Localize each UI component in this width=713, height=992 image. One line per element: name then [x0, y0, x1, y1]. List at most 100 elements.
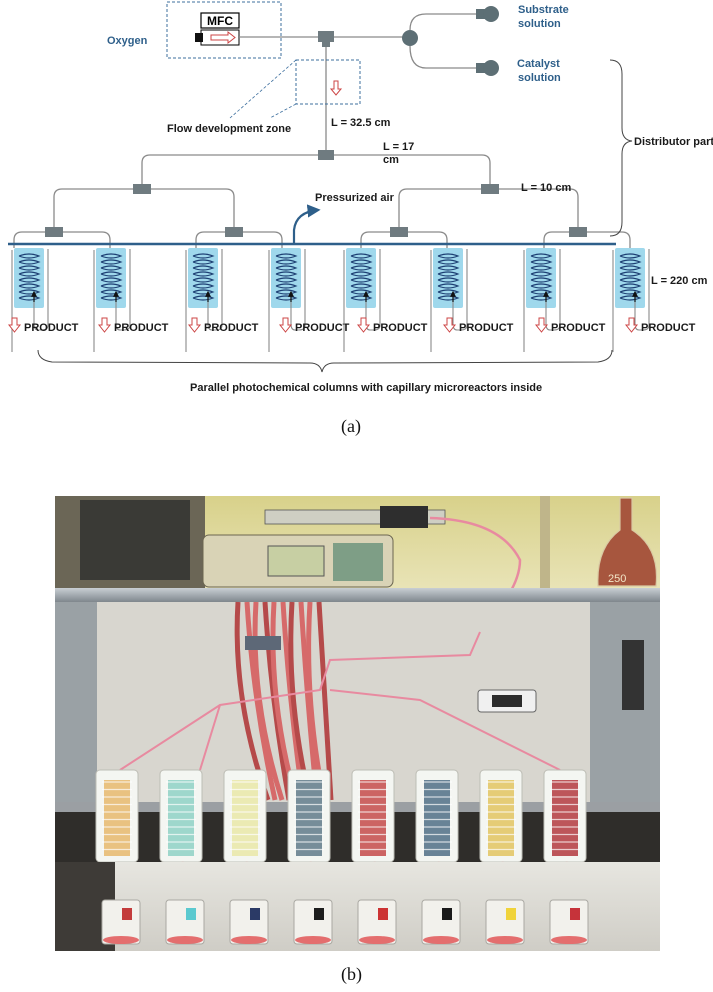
- photo-red-tube: [252, 601, 285, 801]
- catalyst-label-line2: solution: [518, 72, 561, 84]
- photo-column-coil: [104, 780, 130, 856]
- capillary-coil: [100, 253, 123, 301]
- photochemical-column: PRODUCT: [185, 248, 259, 352]
- photochemical-column: PRODUCT: [430, 248, 514, 352]
- branch-l2-left-a: [53, 188, 133, 227]
- photo-column-coil: [232, 780, 258, 856]
- branch-l3: [195, 231, 225, 248]
- photo-column-coil: [360, 780, 386, 856]
- capillary-coil: [350, 253, 373, 301]
- flow-zone-label: Flow development zone: [167, 123, 291, 135]
- branch-l2-right-a: [398, 188, 481, 227]
- catalyst-line: [409, 45, 478, 69]
- substrate-reservoir: [483, 6, 499, 22]
- photo-right-sensor: [622, 640, 644, 710]
- photo-tube-clamp: [245, 636, 281, 650]
- mfc-label: MFC: [207, 14, 233, 28]
- branch-l3: [543, 231, 569, 248]
- photo-column-coil: [424, 780, 450, 856]
- photo-column-coil: [296, 780, 322, 856]
- product-arrow-icon: [624, 317, 639, 333]
- caption-b: (b): [341, 964, 362, 985]
- tee-junction-l3: [569, 227, 587, 237]
- capillary-coil: [619, 253, 642, 301]
- photo-top-left-device: [80, 500, 190, 580]
- product-label: PRODUCT: [551, 322, 606, 334]
- catalyst-label-line1: Catalyst: [517, 58, 560, 70]
- product-label: PRODUCT: [373, 322, 428, 334]
- photo-beaker-product: [231, 936, 267, 944]
- photo-beaker-product: [167, 936, 203, 944]
- photo-beaker-product: [359, 936, 395, 944]
- branch-l3: [243, 231, 283, 248]
- length-220-label: L = 220 cm: [651, 275, 708, 287]
- photo-right-pole: [540, 496, 550, 592]
- branch-l3: [587, 231, 631, 248]
- branch-l2-left-b: [151, 188, 235, 227]
- photo-column-coil: [552, 780, 578, 856]
- tee-junction-main: [318, 31, 334, 42]
- column-outlet-tube: [115, 249, 131, 331]
- capillary-coil: [18, 253, 41, 301]
- photochemical-column: PRODUCT: [612, 248, 696, 352]
- photochemical-column: PRODUCT: [7, 248, 79, 352]
- photo-upper-shelf: [55, 588, 660, 602]
- pressurized-air-arrow: [292, 204, 321, 244]
- columns-caption: Parallel photochemical columns with capi…: [190, 382, 542, 394]
- substrate-label-line2: solution: [518, 18, 561, 30]
- flow-zone-guide-2: [269, 103, 297, 119]
- capillary-coil: [275, 253, 298, 301]
- capillary-coil: [192, 253, 215, 301]
- product-arrow-icon: [534, 317, 549, 333]
- capillary-coil: [437, 253, 460, 301]
- product-arrow-icon: [97, 317, 112, 333]
- column-outlet-tube: [207, 249, 223, 331]
- photo-b: 250 (b): [55, 496, 660, 985]
- tee-junction-l3: [390, 227, 408, 237]
- photo-beaker-product: [487, 936, 523, 944]
- photo-beaker-tag: [570, 908, 580, 920]
- capillary-coil: [530, 253, 553, 301]
- substrate-valve: [476, 9, 486, 19]
- pressurized-air-label: Pressurized air: [315, 192, 395, 204]
- photo-beaker-product: [103, 936, 139, 944]
- branch-l2-right-b: [499, 188, 579, 227]
- product-label: PRODUCT: [114, 322, 169, 334]
- tee-junction-l2-left: [133, 184, 151, 194]
- photo-controller-display: [492, 695, 522, 707]
- photo-beaker-tag: [250, 908, 260, 920]
- flow-zone-box: [295, 59, 361, 105]
- photo-beaker-product: [295, 936, 331, 944]
- photochemical-column: PRODUCT: [523, 248, 606, 352]
- photo-flask-mark: 250: [608, 573, 626, 585]
- photo-syringe-motor: [380, 506, 428, 528]
- photo-pump-screen: [267, 545, 325, 577]
- flow-down-arrow-icon: [329, 80, 343, 96]
- mfc-box: [200, 12, 240, 29]
- photo-column-coil: [488, 780, 514, 856]
- tee-junction-l1: [318, 150, 334, 160]
- photo-beaker-tag: [378, 908, 388, 920]
- product-label: PRODUCT: [204, 322, 259, 334]
- photochemical-column: PRODUCT: [93, 248, 169, 352]
- branch-l1-left: [141, 154, 318, 184]
- photo-beaker-product: [423, 936, 459, 944]
- photo-column-coil: [168, 780, 194, 856]
- length-10-label: L = 10 cm: [521, 182, 571, 194]
- product-label: PRODUCT: [459, 322, 514, 334]
- photo-beaker-tag: [122, 908, 132, 920]
- substrate-label-line1: Substrate: [518, 4, 569, 16]
- distributor-label: Distributor part: [634, 136, 713, 148]
- length-main-label: L = 32.5 cm: [331, 117, 391, 129]
- branch-l3: [63, 231, 111, 248]
- product-arrow-icon: [7, 317, 22, 333]
- caption-a: (a): [341, 416, 361, 437]
- substrate-line: [409, 13, 478, 31]
- column-outlet-tube: [33, 249, 49, 331]
- photo-beaker-tag: [186, 908, 196, 920]
- photo-beaker-tag: [442, 908, 452, 920]
- mixer-node: [402, 30, 418, 46]
- product-label: PRODUCT: [295, 322, 350, 334]
- tee-junction-l2-right: [481, 184, 499, 194]
